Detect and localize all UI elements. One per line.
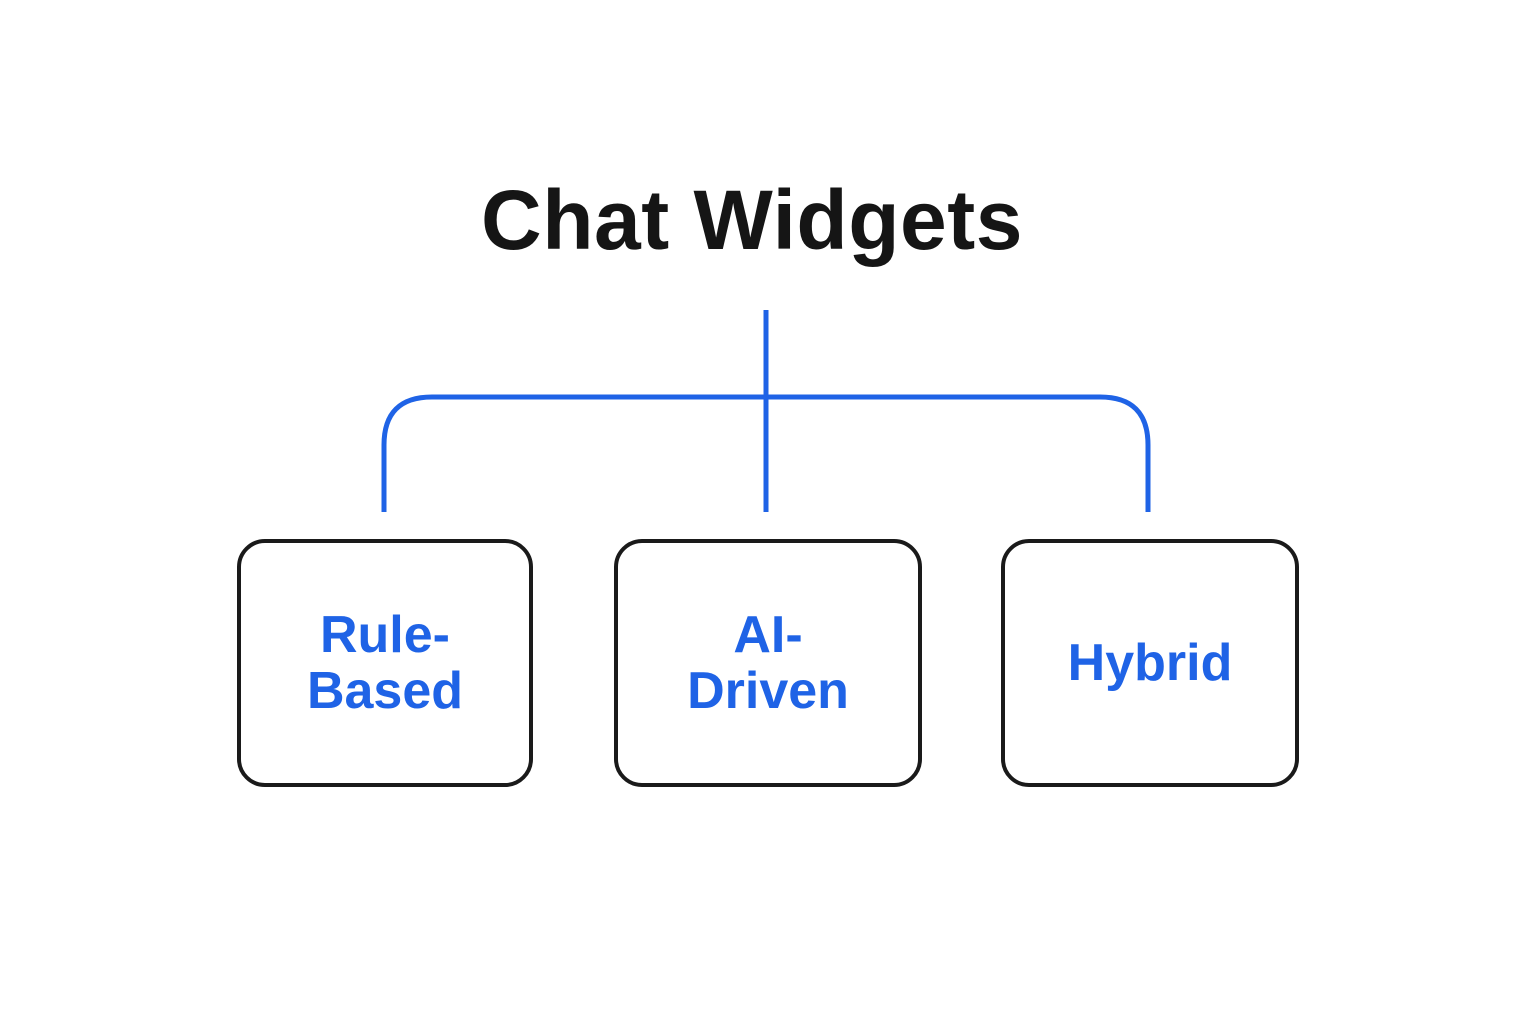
node-rule-based: Rule- Based <box>237 539 533 787</box>
diagram-title: Chat Widgets <box>481 173 1023 267</box>
node-ai-driven: AI- Driven <box>614 539 922 787</box>
connector-branch <box>381 394 1151 512</box>
node-hybrid: Hybrid <box>1001 539 1299 787</box>
node-label-ai-driven: AI- Driven <box>687 606 849 720</box>
node-label-hybrid: Hybrid <box>1067 634 1233 692</box>
node-label-rule-based: Rule- Based <box>306 606 464 720</box>
